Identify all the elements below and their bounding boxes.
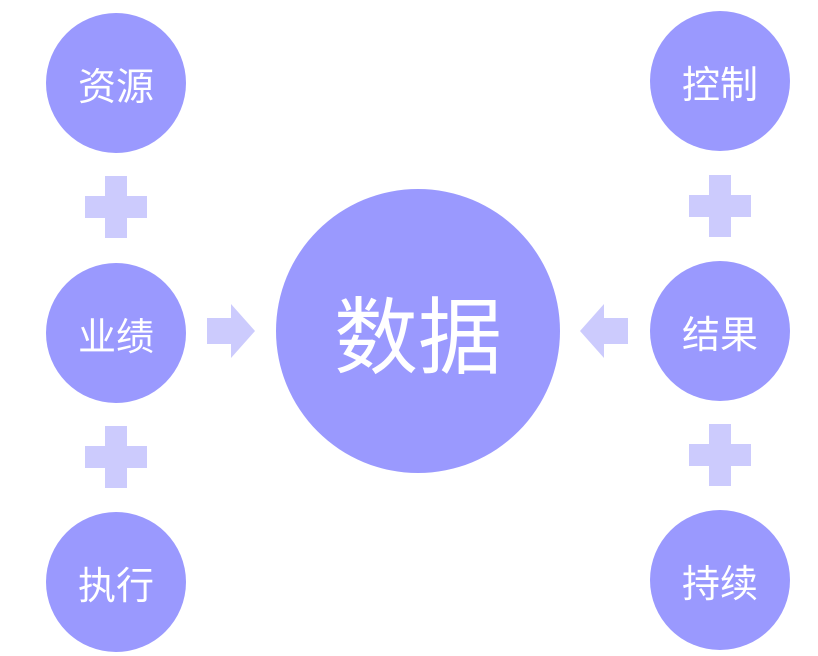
- plus-icon: [85, 426, 147, 488]
- node-continuity: 持续: [650, 510, 790, 650]
- node-label: 资源: [77, 64, 154, 109]
- node-label: 执行: [77, 563, 154, 608]
- plus-icon: [689, 175, 751, 237]
- arrow-right-icon: [207, 304, 255, 358]
- plus-icon: [689, 424, 751, 486]
- node-resources: 资源: [46, 13, 186, 153]
- center-node-data: 数据: [276, 189, 560, 473]
- arrow-left-icon: [580, 304, 628, 358]
- node-result: 结果: [650, 261, 790, 401]
- node-label: 结果: [681, 312, 758, 357]
- node-control: 控制: [650, 11, 790, 151]
- node-label: 持续: [681, 561, 758, 606]
- node-label: 控制: [681, 62, 758, 107]
- plus-icon: [85, 176, 147, 238]
- node-label: 业绩: [77, 314, 154, 359]
- node-performance: 业绩: [46, 263, 186, 403]
- center-label: 数据: [333, 288, 502, 387]
- node-execution: 执行: [46, 512, 186, 652]
